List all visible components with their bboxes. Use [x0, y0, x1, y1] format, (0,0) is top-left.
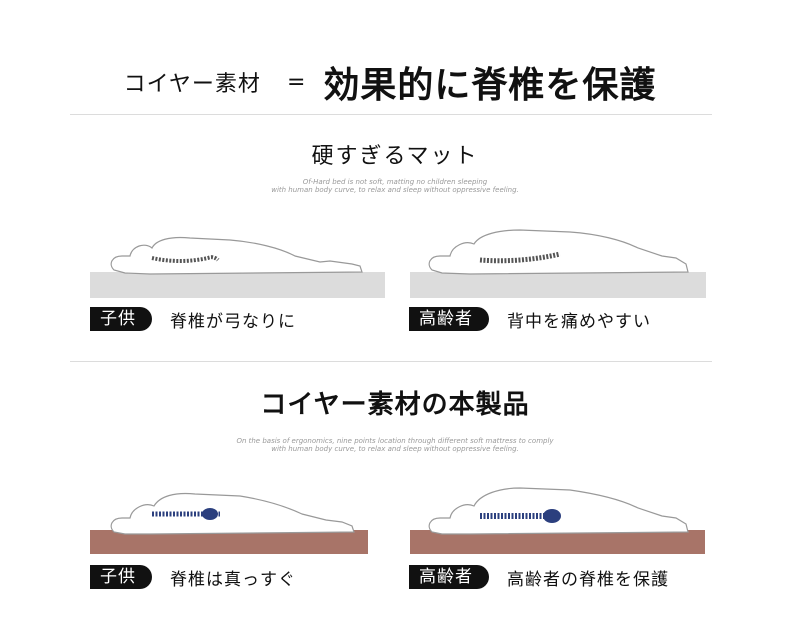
child-badge: 子供 [90, 307, 152, 331]
coir-child-label: 子供 脊椎は真っすぐ [90, 564, 296, 590]
header: コイヤー素材 = 効果的に脊椎を保護 [70, 50, 710, 114]
coir-title: コイヤー素材の本製品 [260, 390, 530, 420]
pelvis [543, 509, 561, 523]
coir-elder-label: 高齢者 高齢者の脊椎を保護 [409, 564, 669, 590]
hard-child-label: 子供 脊椎が弓なりに [90, 306, 296, 332]
hard-mat-caption-line2: with human body curve, to relax and slee… [271, 186, 519, 194]
elder-badge: 高齢者 [409, 307, 489, 331]
elder-hard-illustration [410, 229, 706, 298]
child-desc: 脊椎が弓なりに [170, 311, 296, 332]
pelvis [202, 508, 218, 520]
hard-elder-label: 高齢者 背中を痛めやすい [409, 306, 651, 332]
elder-desc: 高齢者の脊椎を保護 [507, 569, 669, 590]
elder-desc: 背中を痛めやすい [507, 311, 651, 332]
hard-mat-title: 硬すぎるマット [311, 144, 479, 169]
headline: 効果的に脊椎を保護 [323, 65, 657, 106]
elder-badge: 高齢者 [409, 565, 489, 589]
child-desc: 脊椎は真っすぐ [170, 569, 296, 590]
middle-divider [70, 361, 712, 362]
coir-caption-line1: On the basis of ergonomics, nine points … [236, 437, 554, 445]
hard-mat-caption: Of-Hard bed is not soft, matting no chil… [0, 178, 790, 194]
child-hard-illustration [90, 236, 385, 298]
elder-body [428, 229, 689, 275]
top-divider [70, 114, 712, 115]
hard-mattress [90, 272, 385, 298]
hard-mattress [410, 272, 706, 298]
hard-mat-caption-line1: Of-Hard bed is not soft, matting no chil… [302, 178, 488, 186]
coir-caption-line2: with human body curve, to relax and slee… [271, 445, 519, 453]
curved-spine [479, 251, 561, 264]
child-body [110, 492, 355, 535]
elder-body [428, 487, 689, 535]
material-name: コイヤー素材 [123, 72, 261, 97]
child-badge: 子供 [90, 565, 152, 589]
equals-sign: = [286, 69, 306, 95]
coir-caption: On the basis of ergonomics, nine points … [0, 437, 790, 453]
elder-coir-illustration [410, 487, 705, 554]
child-coir-illustration [90, 492, 368, 554]
curved-spine [151, 255, 220, 263]
child-body [110, 236, 363, 275]
